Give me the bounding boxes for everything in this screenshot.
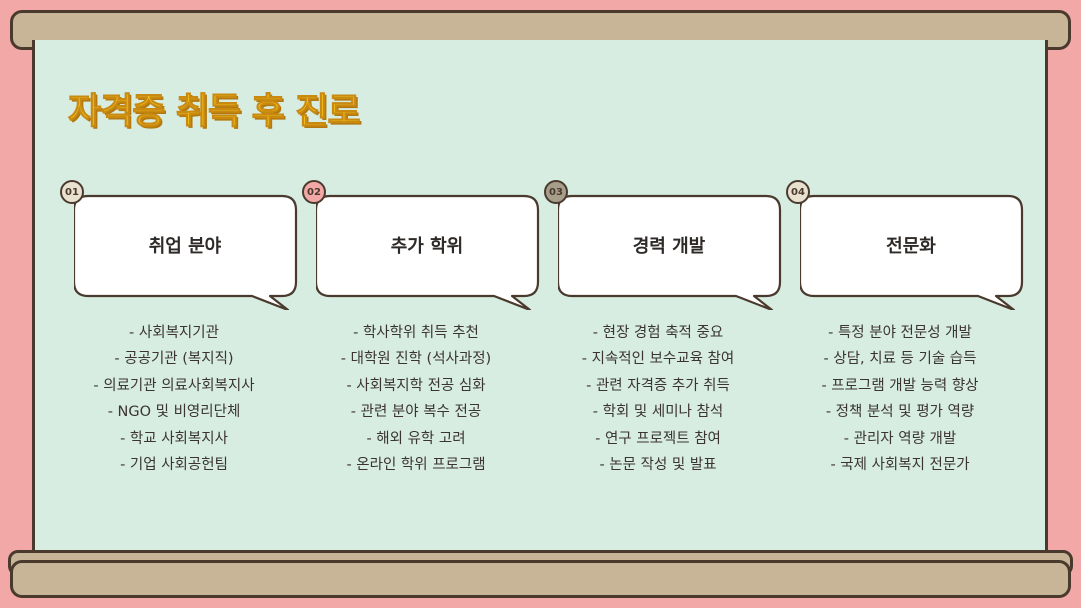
card-label: 전문화 — [886, 236, 936, 257]
list-item: - 논문 작성 및 발표 — [599, 456, 717, 473]
career-card-2: 02 추가 학위 - 학사학위 취득 추천 - 대학원 진학 (석사과정) - 사회복지… — [302, 180, 552, 484]
list-item: - 공공기관 (복지직) — [114, 351, 234, 368]
step-number-badge: 02 — [302, 180, 326, 204]
list-item: - 정책 분석 및 평가 역량 — [825, 404, 975, 421]
list-item: - 사회복지기관 — [129, 325, 219, 341]
speech-bubble-shape — [74, 194, 298, 310]
career-card-3: 03 경력 개발 - 현장 경험 축적 중요 - 지속적인 보수교육 참여 - 관련 자… — [544, 180, 794, 484]
list-item: - 관련 분야 복수 전공 — [350, 404, 482, 421]
list-item: - 학회 및 세미나 참석 — [592, 404, 724, 421]
speech-bubble-shape — [316, 194, 540, 310]
list-item: - 학사학위 취득 추천 — [353, 325, 479, 341]
speech-bubble: 경력 개발 — [558, 184, 794, 310]
card-label: 경력 개발 — [632, 236, 706, 257]
list-item: - 관리자 역량 개발 — [843, 430, 957, 447]
page-title: 자격증 취득 후 진로 — [68, 91, 362, 133]
list-item: - 대학원 진학 (석사과정) — [340, 351, 492, 368]
list-item: - 연구 프로젝트 참여 — [595, 430, 721, 447]
list-item: - 상담, 치료 등 기술 습득 — [823, 351, 977, 368]
list-item: - 의료기관 의료사회복지사 — [93, 377, 255, 394]
list-item: - 프로그램 개발 능력 향상 — [821, 377, 979, 394]
list-item: - 온라인 학위 프로그램 — [346, 456, 486, 473]
step-number-badge: 03 — [544, 180, 568, 204]
scroll-bottom-rod — [10, 560, 1071, 598]
list-item: - NGO 및 비영리단체 — [107, 404, 241, 421]
list-item: - 학교 사회복지사 — [120, 430, 228, 447]
list-item: - 특정 분야 전문성 개발 — [828, 325, 972, 341]
list-item: - 국제 사회복지 전문가 — [830, 456, 970, 473]
card-label: 취업 분야 — [148, 236, 222, 257]
list-item: - 관련 자격증 추가 취득 — [586, 377, 730, 394]
list-item: - 해외 유학 고려 — [366, 430, 466, 447]
card-label: 추가 학위 — [390, 236, 464, 257]
list-item: - 기업 사회공헌팀 — [120, 456, 228, 473]
speech-bubble: 전문화 — [800, 184, 1036, 310]
speech-bubble: 취업 분야 — [74, 184, 310, 310]
step-number-badge: 04 — [786, 180, 810, 204]
speech-bubble: 추가 학위 — [316, 184, 552, 310]
speech-bubble-shape — [558, 194, 782, 310]
speech-bubble-shape — [800, 194, 1024, 310]
card-item-list: - 현장 경험 축적 중요 - 지속적인 보수교육 참여 - 관련 자격증 추가 취… — [538, 320, 778, 478]
scroll-paper — [32, 40, 1048, 570]
list-item: - 현장 경험 축적 중요 — [592, 325, 724, 341]
step-number-badge: 01 — [60, 180, 84, 204]
card-item-list: - 특정 분야 전문성 개발 - 상담, 치료 등 기술 습득 - 프로그램 개발 … — [780, 320, 1020, 478]
list-item: - 사회복지학 전공 심화 — [346, 377, 486, 394]
card-item-list: - 사회복지기관 - 공공기관 (복지직) - 의료기관 의료사회복지사 - NGO … — [54, 320, 294, 478]
career-card-4: 04 전문화 - 특정 분야 전문성 개발 - 상담, 치료 등 기술 습득 - 프로그… — [786, 180, 1036, 484]
card-item-list: - 학사학위 취득 추천 - 대학원 진학 (석사과정) - 사회복지학 전공 심화… — [296, 320, 536, 478]
list-item: - 지속적인 보수교육 참여 — [581, 351, 735, 368]
career-card-1: 01 취업 분야 - 사회복지기관 - 공공기관 (복지직) - 의료기관 의료사회복지… — [60, 180, 310, 484]
